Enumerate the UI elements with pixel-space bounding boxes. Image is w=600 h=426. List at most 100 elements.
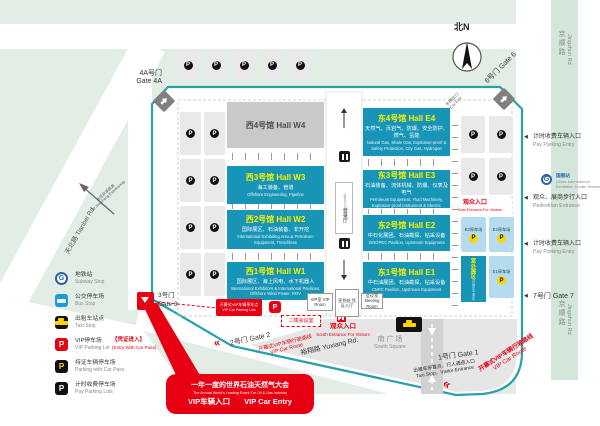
pass-parking-icon: P [497,233,506,243]
parking-icon: P [186,223,195,232]
pass-parking-icon: P [497,276,506,285]
parking-box: P [178,51,198,79]
legend-pay-cn: 计时收费停车场 [75,382,116,388]
vip-parking-note-en: VIP Car Parking Lots [222,307,256,312]
sign-in-hall: 签到处 凭证入厅 [335,289,359,317]
hall-w2-cn: 国际展区、石油装备、非开挖 [241,227,310,234]
dock-ticks [368,159,445,166]
parking-letter: P [58,362,65,371]
south-square-cn: 南 广 场 [377,336,403,343]
legend-bus-en: Bus Stop [75,301,96,307]
bus-icon [55,294,68,307]
gate4a-icon [153,90,175,112]
restroom-icon [339,151,350,162]
south-square-en: South Square [374,344,406,350]
parking-box: P [204,253,225,296]
hall-e1-en: CNPC Pavilion, Upstream Equipment [371,287,442,293]
parking-icon: P [239,60,249,70]
vip-callout: 一年一度的世界石油天然气大会 The Annual World's Leadin… [166,374,314,414]
south-entrance-cn: 观众入口 [330,323,356,330]
gate3-vip-arrow [141,297,149,303]
pedestrian-cn: 观众、展商步行入口 [533,195,588,201]
vip-car-entry-cn: VIP车辆入口 [188,396,231,406]
vip-room: VIP室 VIP Room [307,293,333,311]
driveway-arrow-down [428,328,436,335]
restroom-icon [339,238,350,249]
parking-icon: P [496,130,506,139]
hall-e1-cn: 中石油展团、石油勘探、钻采设备 [367,280,446,287]
legend-subway-cn: 地铁站 [75,272,93,278]
legend-pass-cn: 持证车辆停车场 [75,360,116,366]
gate1-driveway [421,319,443,394]
legend-subway-en: Subway Stop [75,279,105,285]
hall-e2-title: 东2号馆 Hall E2 [377,221,436,231]
parking-box: P [204,159,225,202]
hall-e4: 东4号馆 Hall E4 天然气、页岩气、防爆、安全防护、燃气、氢能 Natur… [363,108,450,156]
metro-letter: G [58,275,65,282]
pedestrian-arrow-icon: ◀ [524,195,528,201]
vip-room-label: VIP室 VIP Room [310,296,330,307]
hall-e2: 东2号馆 Hall E2 中石化展团、石油勘探、钻采设备 SINOPEC Pav… [363,215,450,251]
parking-box: P [461,158,485,195]
sign-in-label: 签到处 凭证入厅 [338,297,356,308]
vip-entry-note-cn: 【凭证进入】 [112,337,146,343]
south-entrance-en: South Entrance For Visitors [316,331,370,337]
parking-box: P [489,116,513,153]
gate-4a-cn: 4A号门 [139,70,162,77]
hall-e2-cn: 中石化展团、石油勘探、钻采设备 [367,233,446,240]
dock-ticks [232,253,320,260]
pedestrian-en: Pedestrian Entrance [533,203,581,209]
dock-ticks-vertical [452,116,458,306]
parking-box: P [461,116,485,153]
vip-parking-note: 开幕式VIP车辆停车点 VIP Car Parking Lots [216,299,262,316]
hall-e3-cn: 石油装备、流体机械、防爆、仪表及电气 [365,183,449,197]
hall-w4: 西4号馆 Hall W4 [227,102,324,148]
e2-parking-label: E2停车场 [492,226,511,232]
pay-entry2-cn: 计时收费车辆入口 [533,241,582,247]
hall-e4-en: Natural Gas, Shale Gas, Explosion-proof … [366,140,447,151]
pay-entry2-arrow-icon: ◀ [524,241,528,247]
pay-entry1-cn: 计时收费车辆入口 [533,134,582,140]
parking-box: P [180,206,201,249]
hall-w4-title: 西4号馆 Hall W4 [245,120,306,130]
metro-station-name: 国展站 [556,173,570,178]
hall-w3-en: Offshore Engineering, Pipeline [247,192,304,198]
legend-vip-cn: VIP停车场 [75,338,102,344]
parking-box: P [489,158,513,195]
tianbei-road [0,35,165,355]
parking-icon: P [211,60,221,70]
legend-taxi-cn: 出租车站点 [75,316,104,322]
e2-parking-label: E2停车场 [464,226,483,232]
metro-station-en2: Exhibition Center Station [556,183,600,189]
south-entrance-door [342,315,344,320]
parking-letter: P [272,303,278,311]
hall-w3-title: 西3号馆 Hall W3 [245,173,306,183]
hall-e3-en: Petroleum Equipment, Fluid Machinery, Ex… [369,197,443,208]
parking-icon: P [496,172,506,181]
hall-e4-title: 东4号馆 Hall E4 [377,114,436,124]
dock-ticks [232,153,320,160]
hall-e1: 东1号馆 Hall E1 中石油展团、石油勘探、钻采设备 CNPC Pavili… [363,262,450,298]
parking-icon: P [210,223,219,232]
hall-e3: 东3号馆 Hall E3 石油装备、流体机械、防爆、仪表及电气 Petroleu… [363,170,450,208]
parking-icon: P [468,172,478,181]
e1-parking-box: E1停车场 P [489,256,514,298]
hall-e2-en: SINOPEC Pavilion, Upstream Equipment [368,240,445,246]
jingshun-rd-label-bottom-en: Jingshun Rd [566,304,572,335]
north-road [0,24,548,49]
hall-w2: 西2号馆 Hall W2 国际展区、石油装备、非开挖 International… [227,210,324,249]
e2-parking-box: E2停车场 P [489,217,514,252]
vip-parking-legend-icon: P [55,338,68,351]
hall-w2-en: International Exhibiting Area & Petroleu… [237,234,314,245]
legend-pay-en: Pay Parking Lots [75,389,113,395]
hall-e3-title: 东3号馆 Hall E3 [377,171,436,181]
pay-parking-legend-icon: P [55,382,68,395]
gate7-arrow-icon: ◀ [524,293,528,299]
metro-letter: G [543,176,550,183]
parking-icon: P [186,270,195,279]
east-entrance-cn: 观众入口 [463,200,488,206]
parking-box: P [262,51,282,79]
hall-w3: 西3号馆 Hall W3 海工装备、管道 Offshore Engineerin… [227,166,324,204]
south-square-area [250,319,517,392]
parking-icon: P [186,176,195,185]
